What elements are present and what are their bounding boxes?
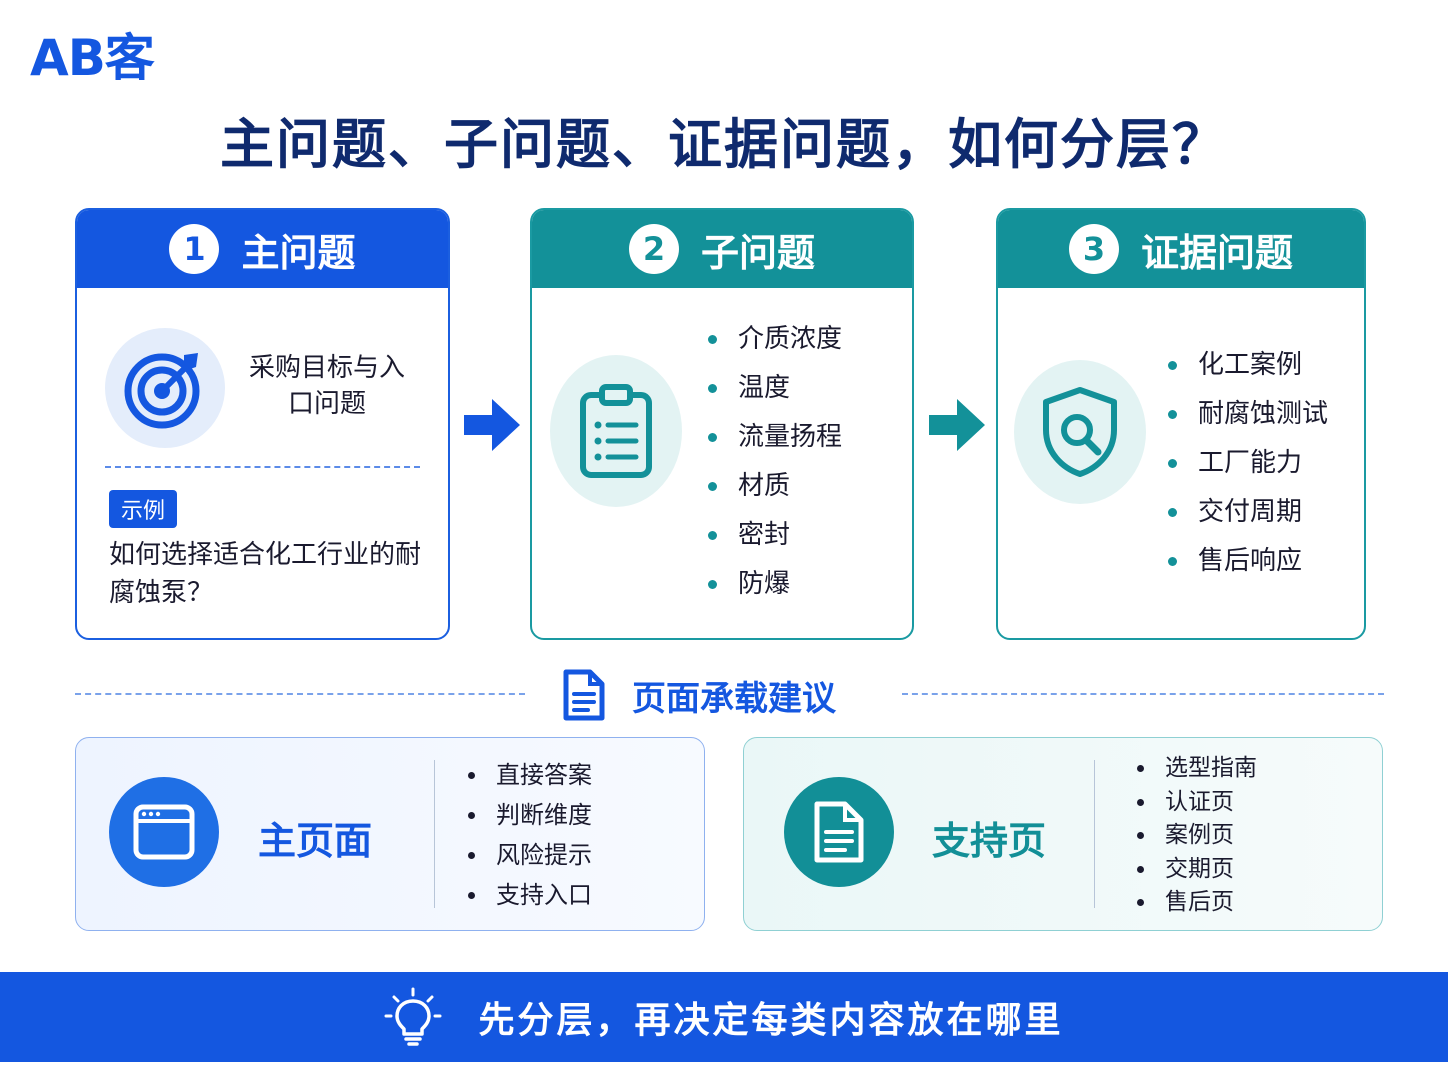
list-item: 支持入口 bbox=[468, 875, 592, 915]
document-icon bbox=[563, 669, 605, 721]
step-number: 2 bbox=[628, 224, 679, 274]
arrow-right-icon bbox=[464, 399, 520, 451]
sub-question-list: 介质浓度 温度 流量扬程 材质 密封 防爆 bbox=[708, 320, 842, 614]
step-number: 3 bbox=[1068, 224, 1119, 274]
list-item: 案例页 bbox=[1137, 819, 1257, 853]
browser-window-icon bbox=[109, 777, 219, 887]
clipboard-icon bbox=[550, 355, 682, 507]
support-page-card: 支持页 选型指南 认证页 案例页 交期页 售后页 bbox=[743, 737, 1383, 931]
list-item: 选型指南 bbox=[1137, 752, 1257, 786]
main-page-list: 直接答案 判断维度 风险提示 支持入口 bbox=[468, 755, 592, 915]
main-question-label: 采购目标与入口问题 bbox=[248, 353, 405, 419]
evidence-question-list: 化工案例 耐腐蚀测试 工厂能力 交付周期 售后响应 bbox=[1168, 346, 1328, 591]
step-number: 1 bbox=[169, 224, 220, 274]
main-page-title: 主页面 bbox=[258, 819, 373, 863]
support-page-list: 选型指南 认证页 案例页 交期页 售后页 bbox=[1137, 752, 1257, 920]
list-item: 交付周期 bbox=[1168, 493, 1328, 542]
list-item: 工厂能力 bbox=[1168, 444, 1328, 493]
list-item: 风险提示 bbox=[468, 835, 592, 875]
main-page-card: 主页面 直接答案 判断维度 风险提示 支持入口 bbox=[75, 737, 705, 931]
list-item: 化工案例 bbox=[1168, 346, 1328, 395]
lightbulb-icon bbox=[384, 987, 442, 1046]
list-item: 温度 bbox=[708, 369, 842, 418]
shield-search-icon bbox=[1014, 360, 1146, 504]
section-title: 页面承载建议 bbox=[560, 668, 836, 722]
support-page-title: 支持页 bbox=[932, 819, 1047, 863]
example-badge: 示例 bbox=[109, 490, 178, 528]
card-header: 2 子问题 bbox=[532, 210, 912, 288]
arrow-right-icon bbox=[929, 399, 985, 451]
list-item: 流量扬程 bbox=[708, 418, 842, 467]
section-title-text: 页面承载建议 bbox=[632, 678, 836, 719]
document-icon bbox=[784, 777, 894, 887]
list-item: 认证页 bbox=[1137, 786, 1257, 820]
list-item: 售后页 bbox=[1137, 886, 1257, 920]
card-title: 主问题 bbox=[241, 230, 356, 275]
list-item: 耐腐蚀测试 bbox=[1168, 395, 1328, 444]
list-item: 售后响应 bbox=[1168, 542, 1328, 591]
footer-text: 先分层，再决定每类内容放在哪里 bbox=[478, 1000, 1064, 1041]
list-item: 密封 bbox=[708, 516, 842, 565]
card-header: 3 证据问题 bbox=[998, 210, 1364, 288]
sub-question-card: 2 子问题 介质浓度 温度 流量扬程 材质 密封 防爆 bbox=[530, 208, 914, 640]
vertical-divider bbox=[434, 760, 435, 908]
list-item: 直接答案 bbox=[468, 755, 592, 795]
section-divider-right bbox=[902, 693, 1384, 695]
list-item: 介质浓度 bbox=[708, 320, 842, 369]
target-icon bbox=[105, 328, 225, 448]
card-title: 证据问题 bbox=[1140, 230, 1293, 275]
evidence-question-card: 3 证据问题 化工案例 耐腐蚀测试 工厂能力 交付周期 售后响应 bbox=[996, 208, 1366, 640]
card-title: 子问题 bbox=[700, 230, 815, 275]
card-header: 1 主问题 bbox=[77, 210, 448, 288]
logo: AB客 bbox=[30, 29, 155, 87]
list-item: 交期页 bbox=[1137, 853, 1257, 887]
main-question-card: 1 主问题 采购目标与入口问题 示例 如何选择适合化工行业的耐腐蚀泵？ bbox=[75, 208, 450, 640]
section-divider-left bbox=[75, 693, 525, 695]
list-item: 判断维度 bbox=[468, 795, 592, 835]
page-title: 主问题、子问题、证据问题，如何分层？ bbox=[220, 113, 1228, 176]
list-item: 防爆 bbox=[708, 565, 842, 614]
divider bbox=[105, 466, 420, 468]
list-item: 材质 bbox=[708, 467, 842, 516]
vertical-divider bbox=[1094, 760, 1095, 908]
footer-banner: 先分层，再决定每类内容放在哪里 bbox=[0, 972, 1448, 1062]
example-text: 如何选择适合化工行业的耐腐蚀泵？ bbox=[109, 540, 422, 608]
